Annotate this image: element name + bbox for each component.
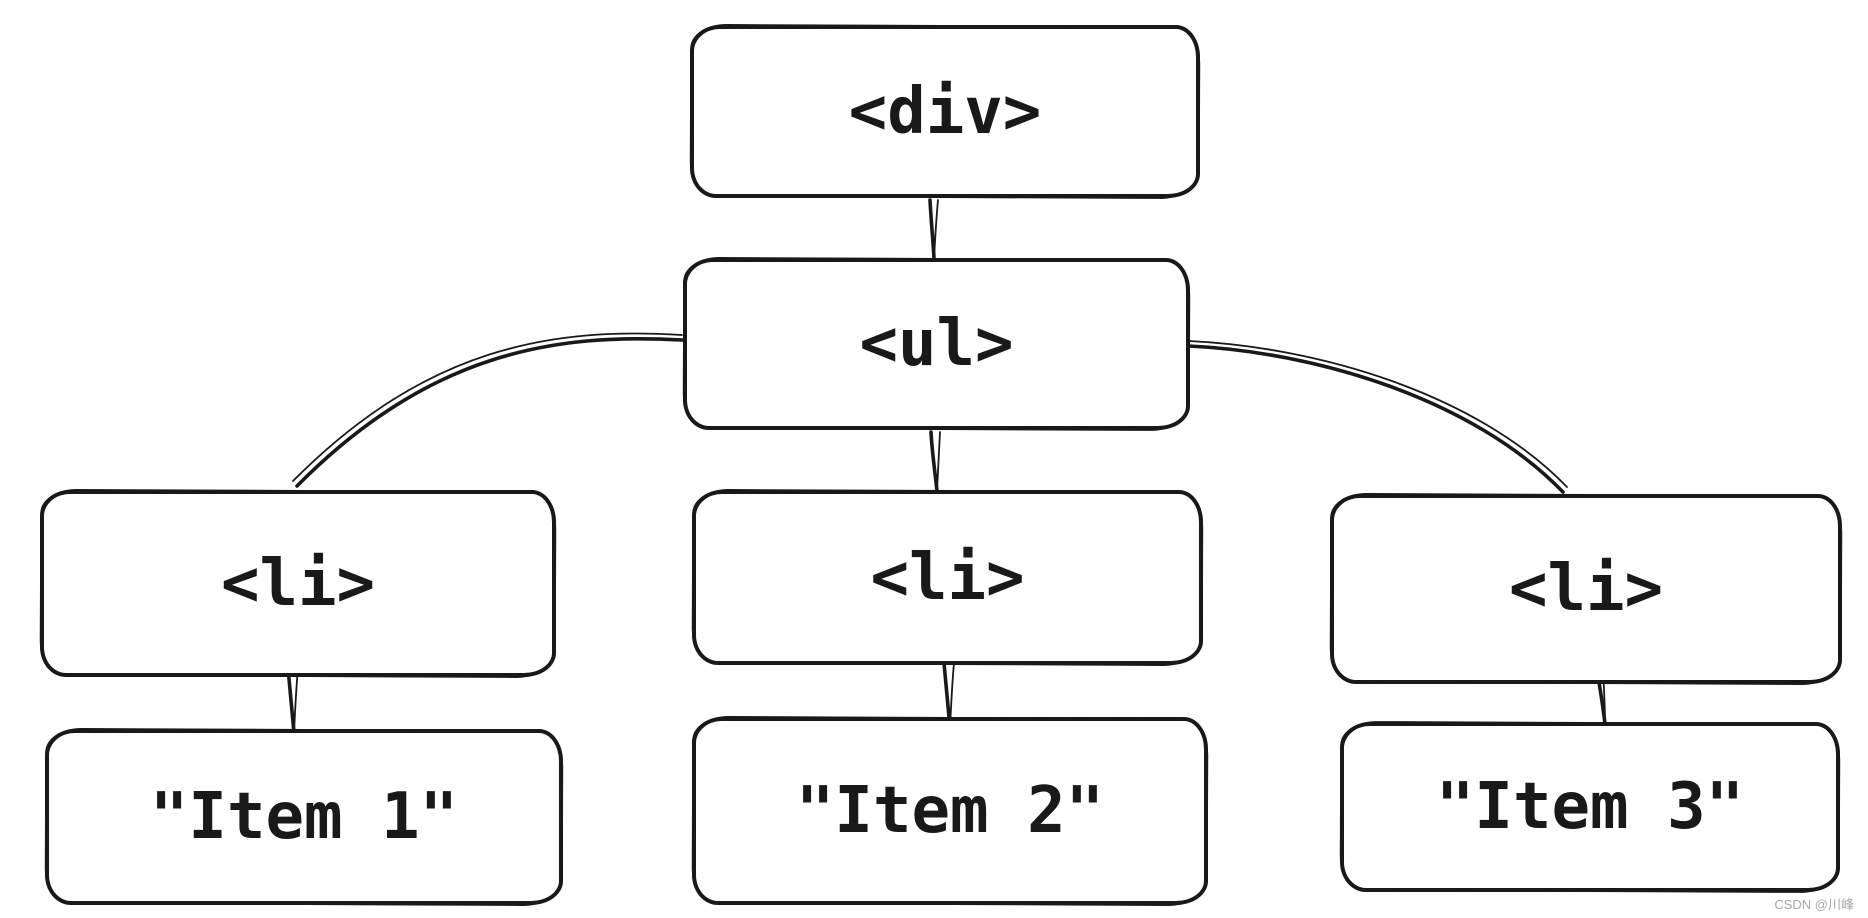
node-text-item3-label: "Item 3"	[1435, 770, 1745, 844]
node-text-item3: "Item 3"	[1340, 722, 1840, 892]
edge-line	[293, 667, 299, 734]
edge-li1-item1	[286, 666, 299, 735]
edge-line	[936, 431, 941, 492]
node-text-item2-label: "Item 2"	[795, 774, 1105, 848]
node-li-2: <li>	[692, 490, 1203, 665]
node-text-item2: "Item 2"	[692, 717, 1208, 905]
edge-line	[286, 666, 296, 735]
edge-line	[1188, 340, 1568, 488]
edge-ul-li3	[1187, 340, 1568, 494]
node-text-item1: "Item 1"	[45, 729, 563, 905]
edge-line	[929, 430, 939, 493]
node-ul-label: <ul>	[859, 307, 1014, 381]
node-div: <div>	[690, 25, 1200, 198]
edge-line	[928, 198, 936, 260]
edge-line	[933, 199, 939, 259]
node-li-3: <li>	[1330, 494, 1842, 684]
edge-ul-li1	[292, 332, 684, 488]
csdn-watermark: CSDN @川峰	[1774, 897, 1854, 912]
edge-ul-li2	[929, 430, 941, 493]
edge-line	[295, 337, 684, 488]
node-ul: <ul>	[683, 258, 1190, 430]
node-li-2-label: <li>	[870, 540, 1025, 615]
node-li-1: <li>	[40, 490, 556, 677]
node-li-3-label: <li>	[1508, 552, 1664, 626]
edge-div-ul	[928, 198, 939, 260]
node-li-1-label: <li>	[220, 546, 376, 621]
node-text-item1-label: "Item 1"	[149, 780, 459, 854]
edge-line	[292, 332, 683, 482]
node-div-label: <div>	[848, 74, 1042, 149]
edge-line	[1187, 344, 1565, 494]
